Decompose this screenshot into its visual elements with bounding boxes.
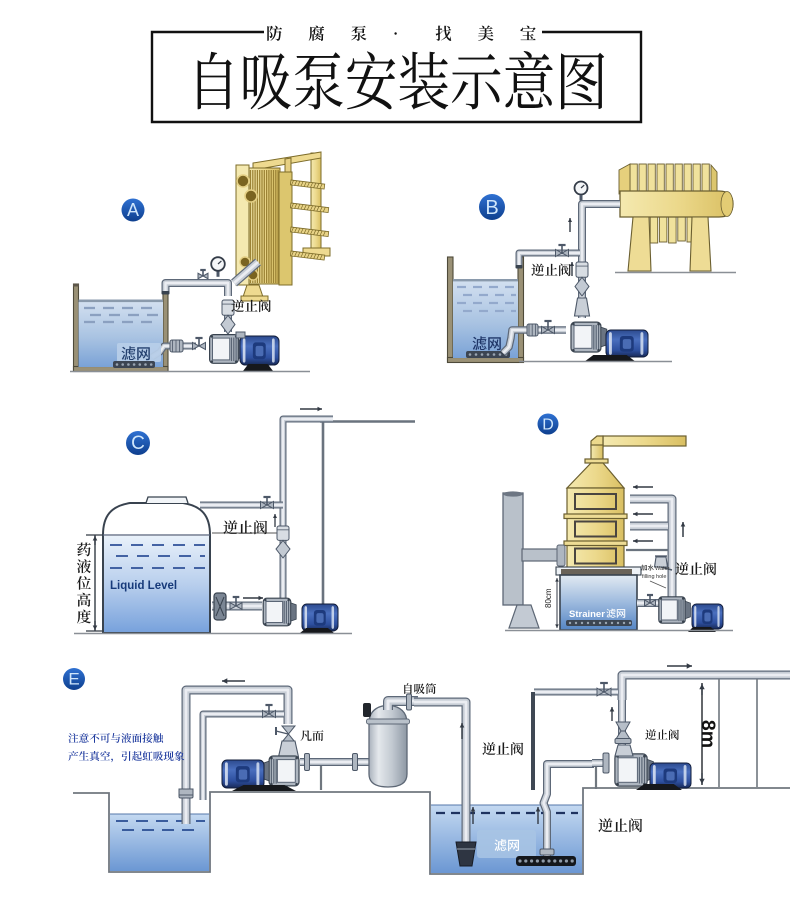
svg-text:A: A [127, 200, 139, 220]
svg-text:Water: Water [655, 566, 670, 572]
svg-text:Liquid Level: Liquid Level [110, 580, 177, 592]
svg-text:filling hole: filling hole [642, 574, 666, 580]
svg-text:B: B [485, 197, 498, 219]
svg-text:80cm: 80cm [544, 588, 553, 608]
svg-text:D: D [542, 416, 554, 433]
svg-text:8m: 8m [697, 720, 719, 748]
svg-text:Strainer: Strainer [569, 609, 605, 620]
svg-text:C: C [131, 433, 145, 454]
svg-text:E: E [68, 670, 79, 689]
